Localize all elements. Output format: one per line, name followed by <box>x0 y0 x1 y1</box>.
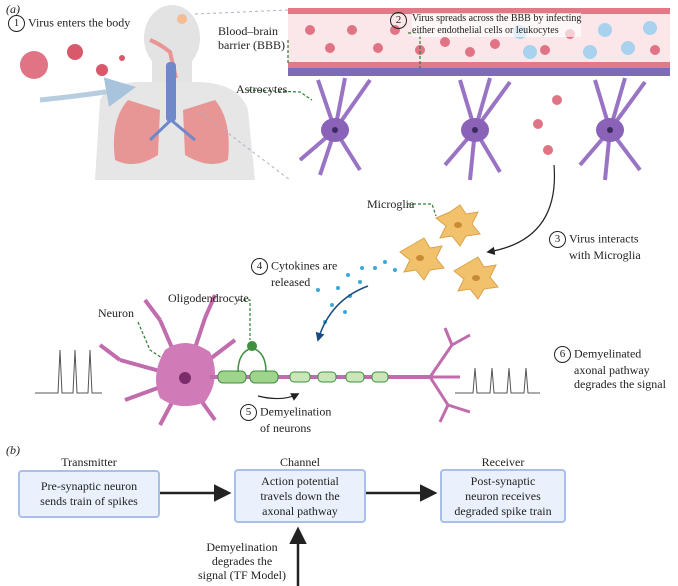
transmitter-header: Transmitter <box>61 455 117 469</box>
spike-train-left <box>35 349 102 394</box>
transmitter-line1: Pre-synaptic neuron <box>40 479 138 493</box>
bbb-label: Blood–brain barrier (BBB) <box>218 24 285 52</box>
step5-line1: Demyelination <box>260 404 332 419</box>
neuron-label: Neuron <box>98 306 134 320</box>
demyelination-line3: signal (TF Model) <box>198 568 286 582</box>
astrocytes-group <box>298 77 647 181</box>
step1-text: Virus enters the body <box>28 15 131 30</box>
step5-number: 5 <box>240 404 257 421</box>
channel-line2: travels down the <box>260 488 340 503</box>
step6-number: 6 <box>554 346 571 363</box>
channel-box: Action potential travels down the axonal… <box>234 469 366 523</box>
step2-number: 2 <box>390 12 407 29</box>
step4-line2: released <box>271 275 311 289</box>
channel-header: Channel <box>280 455 320 469</box>
spike-train-right <box>455 367 540 394</box>
panel-b-arrows <box>160 484 438 586</box>
demyelination-line2: degrades the <box>211 554 273 568</box>
step4-number: 4 <box>251 258 268 275</box>
blood-vessel <box>288 8 670 76</box>
step6-line2: axonal pathway <box>574 363 650 377</box>
demyelination-line1: Demyelination <box>206 540 278 554</box>
step2-annotation: Virus spreads across the BBB by infectin… <box>412 13 582 37</box>
step3-line1: Virus interacts <box>569 231 639 246</box>
oligodendrocyte-label: Oligodendrocyte <box>168 291 249 305</box>
transmitter-line2: sends train of spikes <box>40 494 138 508</box>
receiver-line2: neuron receives <box>465 488 541 503</box>
step6-line3: degrades the signal <box>574 377 666 391</box>
step4-line1: Cytokines are <box>271 258 338 273</box>
axon-terminal-branches <box>428 327 471 423</box>
arrow-to-microglia <box>486 164 556 256</box>
neuron-nucleus <box>179 372 191 384</box>
step5-line2: of neurons <box>260 421 311 435</box>
microglia-cells <box>399 204 499 300</box>
step2-number-wrap: 2 <box>390 12 410 29</box>
step2-line1: Virus spreads across the BBB by infectin… <box>412 13 582 24</box>
step6-line1: Demyelinated <box>574 346 642 361</box>
microglia-label: Microglia <box>367 197 415 211</box>
receiver-header: Receiver <box>481 455 525 469</box>
zoom-line-bottom <box>199 111 291 181</box>
escaping-viruses <box>533 95 562 155</box>
demyelination-note: Demyelination degrades the signal (TF Mo… <box>192 540 292 582</box>
microglia-nuclei <box>416 222 480 281</box>
entry-arrow <box>39 77 136 107</box>
bbb-line2: barrier (BBB) <box>218 38 285 52</box>
receiver-line1: Post-synaptic <box>470 473 536 488</box>
astrocytes-label: Astrocytes <box>236 82 288 96</box>
bbb-line1: Blood–brain <box>218 24 278 38</box>
cytokine-dots <box>316 260 397 324</box>
oligodendrocyte-body <box>247 341 257 351</box>
step2-line2: either endothelial cells or leukocytes <box>412 25 559 36</box>
cytokine-arrow <box>315 285 369 342</box>
demyelination-arrow <box>257 393 300 401</box>
transmitter-box: Pre-synaptic neuron sends train of spike… <box>18 470 160 518</box>
virus-particles-entry <box>20 44 125 79</box>
zoom-line-top <box>194 9 289 15</box>
channel-line1: Action potential <box>261 473 339 488</box>
oligodendrocyte-processes <box>237 347 267 373</box>
receiver-box: Post-synaptic neuron receives degraded s… <box>440 469 566 523</box>
step3-line2: with Microglia <box>569 248 641 262</box>
bbb-viruses <box>305 25 660 57</box>
step3-number: 3 <box>549 231 566 248</box>
step1-number: 1 <box>8 15 25 32</box>
panel-b-label: (b) <box>6 443 20 457</box>
channel-line3: axonal pathway <box>262 503 338 518</box>
panel-a-label: (a) <box>6 2 20 16</box>
receiver-line3: degraded spike train <box>454 503 552 518</box>
astrocyte-nuclei <box>332 127 613 133</box>
myelin-sheaths <box>217 370 389 384</box>
